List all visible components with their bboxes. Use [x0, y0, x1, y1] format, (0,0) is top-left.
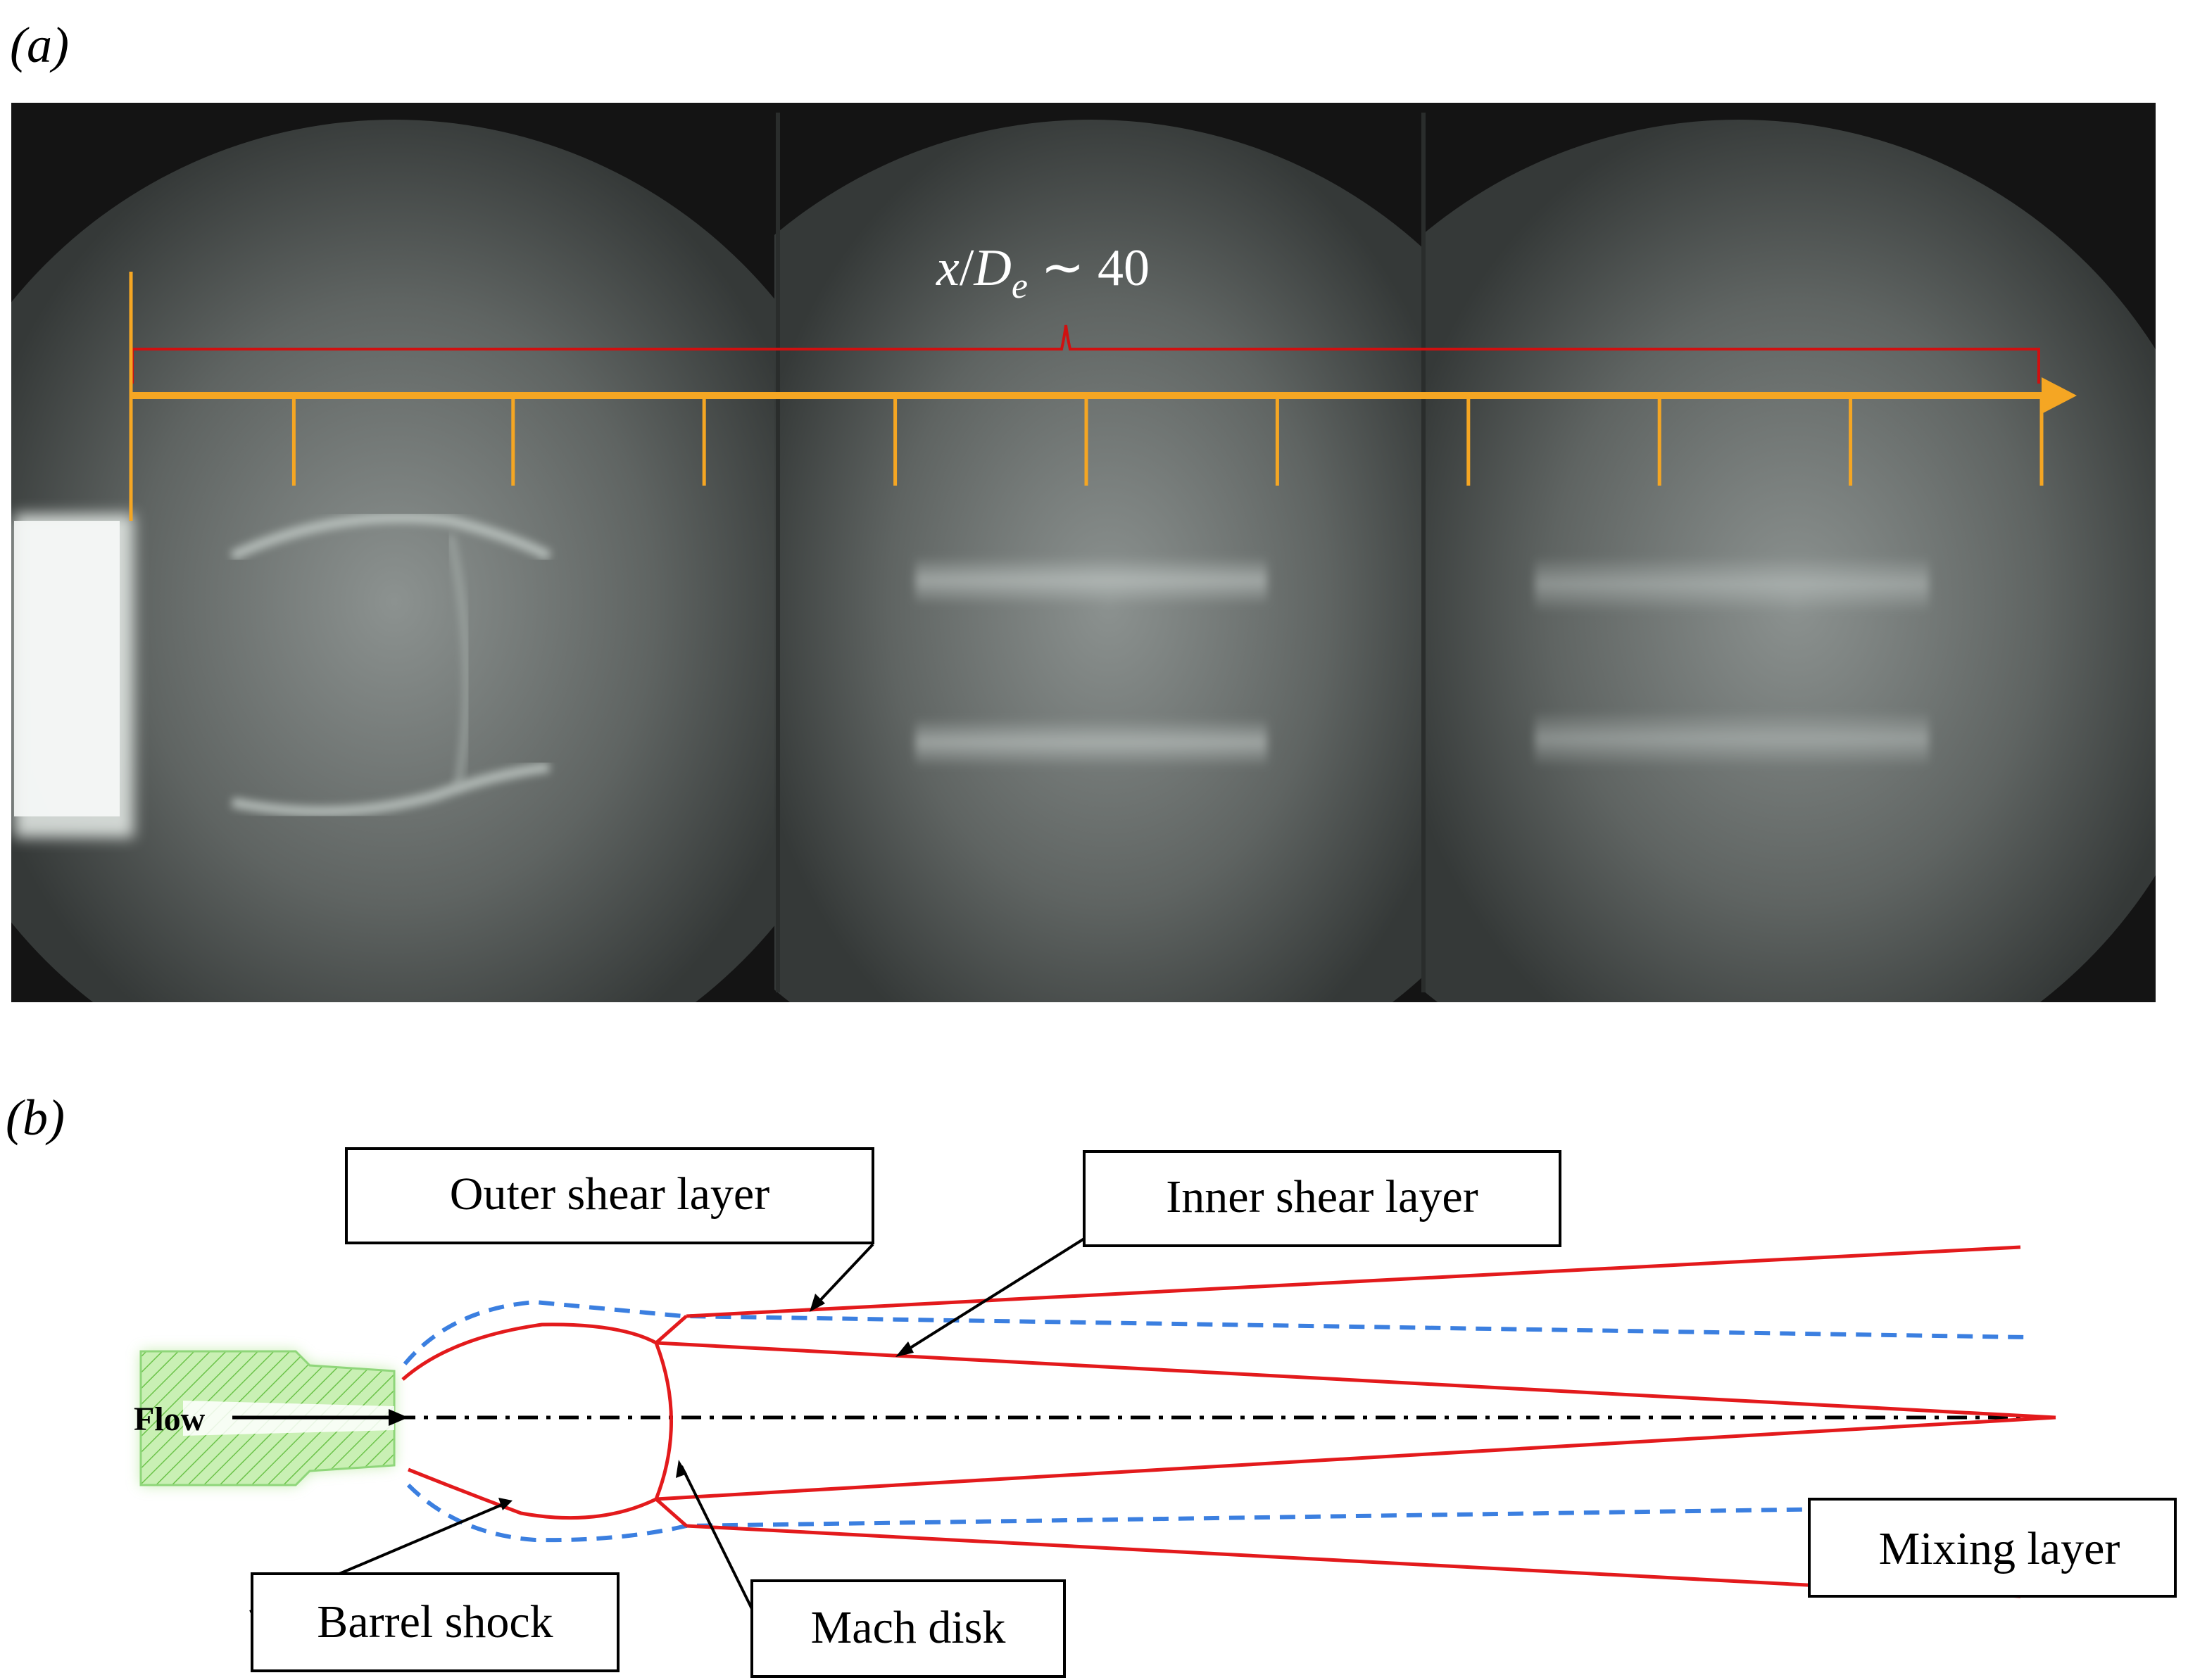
lower-outer-shear-layer [686, 1524, 2021, 1598]
svg-text:Outer shear layer: Outer shear layer [450, 1168, 769, 1220]
panel-b-label: (b) [6, 1090, 65, 1146]
scale-label: x/De ∼ 40 [936, 239, 1150, 306]
window-3 [1422, 120, 2156, 1002]
lower-reflected-shock [655, 1498, 688, 1527]
length-brace [131, 324, 2040, 384]
label-barrel-shock: Barrel shock [251, 1572, 620, 1672]
upper-inner-shear-layer [655, 1341, 2056, 1420]
panel-a-label: (a) [10, 17, 69, 73]
upper-reflected-shock [655, 1315, 688, 1344]
scale-arrowhead [2042, 377, 2077, 414]
window-1 [11, 120, 788, 1002]
label-mixing-layer: Mixing layer [1808, 1498, 2177, 1598]
label-mach-disk: Mach disk [750, 1579, 1066, 1678]
upper-jet-boundary [403, 1299, 2028, 1365]
jet-schematic: Flow Outer s [134, 1147, 2177, 1678]
upper-barrel-shock [401, 1322, 658, 1381]
scale-bar [129, 272, 2077, 521]
upper-outer-shear-layer [686, 1245, 2021, 1318]
svg-text:Mixing layer: Mixing layer [1879, 1523, 2120, 1574]
svg-text:Barrel shock: Barrel shock [317, 1596, 553, 1648]
label-outer-shear-layer: Outer shear layer [345, 1147, 874, 1244]
mach-disk-line [654, 1342, 673, 1500]
callout-arrows [249, 1237, 1086, 1619]
label-inner-shear-layer: Inner shear layer [1083, 1150, 1561, 1247]
lower-barrel-shock [408, 1467, 658, 1520]
schlieren-photograph [11, 103, 2156, 1002]
flow-label: Flow [134, 1401, 206, 1438]
lower-inner-shear-layer [655, 1415, 2056, 1501]
svg-text:Mach disk: Mach disk [811, 1602, 1006, 1653]
lower-jet-boundary [406, 1483, 2028, 1543]
window-2 [774, 120, 1443, 1002]
flow-arrowhead [389, 1409, 408, 1426]
svg-text:Inner shear layer: Inner shear layer [1166, 1171, 1478, 1223]
